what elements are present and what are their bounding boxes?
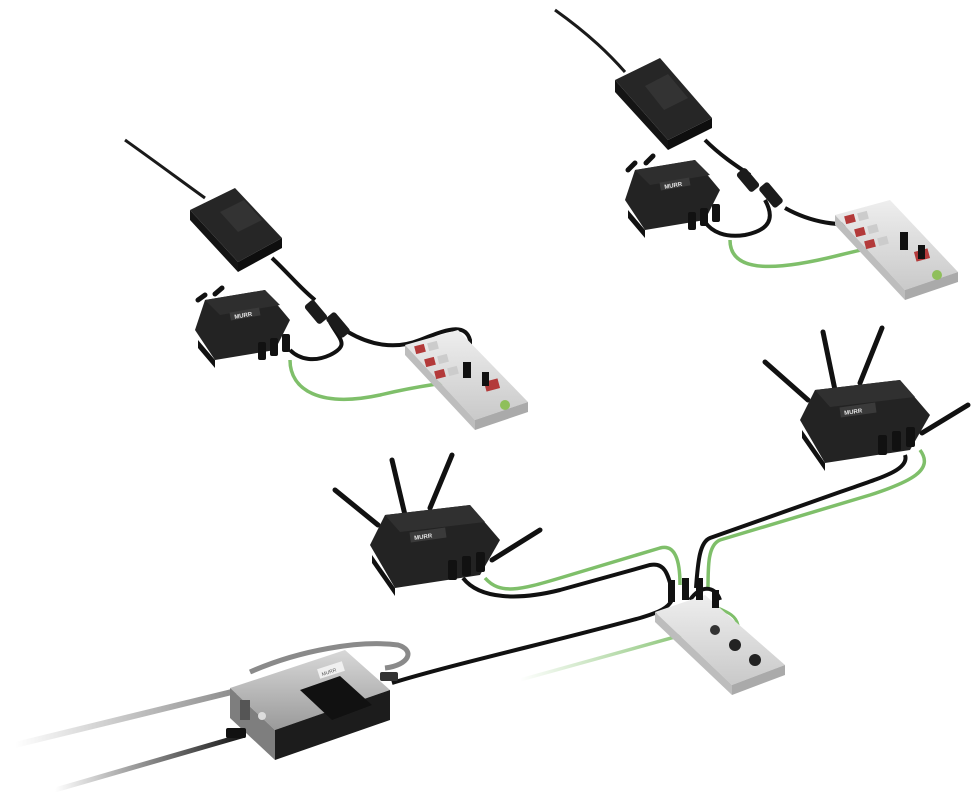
left-splitter-to-hub bbox=[346, 327, 472, 362]
wireless-router-center: MURR bbox=[332, 452, 543, 596]
cable-splitter-right bbox=[736, 168, 783, 208]
cable-splitter-left bbox=[304, 300, 350, 338]
left-splitter-to-module bbox=[288, 321, 344, 362]
device-brand-label: MURR bbox=[414, 533, 433, 542]
wireless-module-right-small: MURR bbox=[625, 153, 720, 238]
right-router-black-cable bbox=[694, 454, 908, 589]
power-supply-left bbox=[190, 188, 282, 272]
device-brand-label: MURR bbox=[844, 408, 863, 417]
right-splitter-to-module bbox=[703, 199, 772, 238]
silver-psu-input-grey bbox=[14, 687, 241, 748]
io-hub-center bbox=[655, 578, 785, 695]
silver-psu-to-hub-cable bbox=[391, 598, 674, 685]
device-brand-label: MURR bbox=[234, 312, 253, 321]
center-router-green-cable bbox=[483, 545, 682, 591]
io-hub-left bbox=[405, 330, 528, 430]
io-hub-right bbox=[835, 200, 958, 300]
power-supply-right bbox=[615, 58, 712, 150]
wireless-router-right: MURR bbox=[762, 325, 971, 471]
center-router-black-cable bbox=[461, 562, 674, 599]
silver-psu-loop-cable bbox=[248, 641, 411, 675]
wireless-module-left-small: MURR bbox=[195, 285, 290, 368]
fading-green-cable bbox=[519, 628, 701, 682]
left-power-cable-to-splitter bbox=[270, 256, 317, 302]
power-supply-silver: MURR bbox=[226, 650, 398, 760]
device-brand-label: MURR bbox=[664, 182, 683, 191]
mains-cable-left bbox=[124, 138, 206, 200]
silver-psu-label: MURR bbox=[321, 667, 337, 677]
mains-cable-right bbox=[554, 8, 627, 73]
silver-psu-input-black bbox=[54, 732, 246, 793]
right-router-green-cable bbox=[706, 448, 927, 591]
